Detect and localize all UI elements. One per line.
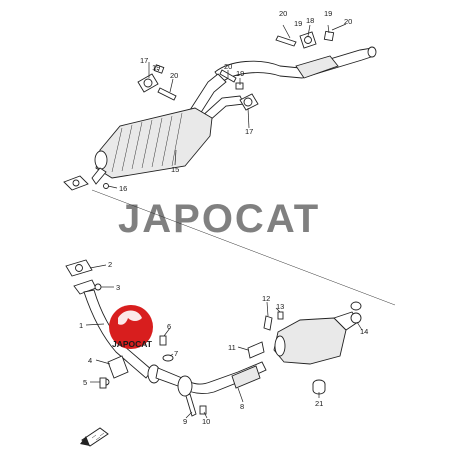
callout-17-left: 17	[140, 56, 148, 65]
callout-19-left: 19	[152, 63, 160, 72]
callout-19-right: 19	[236, 69, 244, 78]
japocat-logo-icon: JAPOCAT	[109, 305, 153, 349]
leader-lines-upper	[107, 23, 347, 189]
front-bracket	[102, 355, 129, 386]
catalytic-converter	[273, 311, 362, 365]
callout-20-left: 20	[170, 71, 178, 80]
bracket-11	[247, 341, 265, 359]
bolt-6	[159, 335, 167, 346]
lower-center-pipe	[147, 361, 267, 397]
callout-12: 12	[262, 294, 270, 303]
callout-6: 6	[167, 322, 171, 331]
hanger-bracket-top	[275, 30, 335, 49]
callout-4: 4	[88, 356, 92, 365]
gasket-14	[350, 301, 362, 311]
callout-15: 15	[171, 165, 179, 174]
main-muffler	[91, 107, 213, 185]
callout-17-right: 17	[245, 127, 253, 136]
callout-20-top: 20	[279, 9, 287, 18]
hanger-bracket-left	[137, 64, 177, 101]
upper-flange	[63, 175, 109, 191]
callout-19-top-left: 19	[294, 19, 302, 28]
callout-labels: 1 2 3 4 5 6 7 8 9 10 11 12 13 14 15 16 1…	[79, 9, 368, 426]
callout-7: 7	[174, 349, 178, 358]
callout-1: 1	[79, 321, 83, 330]
callout-19-top: 19	[324, 9, 332, 18]
callout-13: 13	[276, 302, 284, 311]
callout-11: 11	[228, 343, 236, 352]
watermark: JAPOCAT	[118, 197, 320, 241]
callout-labels-top-extra: 19 20	[294, 17, 352, 28]
callout-10: 10	[202, 417, 210, 426]
callout-5: 5	[83, 378, 87, 387]
callout-3: 3	[116, 283, 120, 292]
callout-20-top-right: 20	[344, 17, 352, 26]
front-arrow-icon	[80, 427, 109, 447]
nut-3	[94, 283, 102, 291]
bolt-5	[99, 377, 107, 389]
front-gasket	[65, 259, 93, 277]
hanger-bracket-right	[219, 69, 259, 111]
nut-21	[312, 379, 326, 395]
callout-21: 21	[315, 399, 323, 408]
callout-14: 14	[360, 327, 368, 336]
separator-line	[91, 189, 396, 306]
callout-9: 9	[183, 417, 187, 426]
gasket-7	[162, 354, 174, 362]
leader-lines-lower	[85, 264, 363, 419]
callout-20-right: 20	[224, 62, 232, 71]
callout-16: 16	[119, 184, 127, 193]
callout-18: 18	[306, 16, 314, 25]
tail-pipe	[214, 46, 377, 83]
bolt-9	[185, 393, 207, 417]
callout-2: 2	[108, 260, 112, 269]
callout-8: 8	[240, 402, 244, 411]
logo-text: JAPOCAT	[112, 339, 153, 349]
bolt-12-13	[263, 311, 284, 331]
